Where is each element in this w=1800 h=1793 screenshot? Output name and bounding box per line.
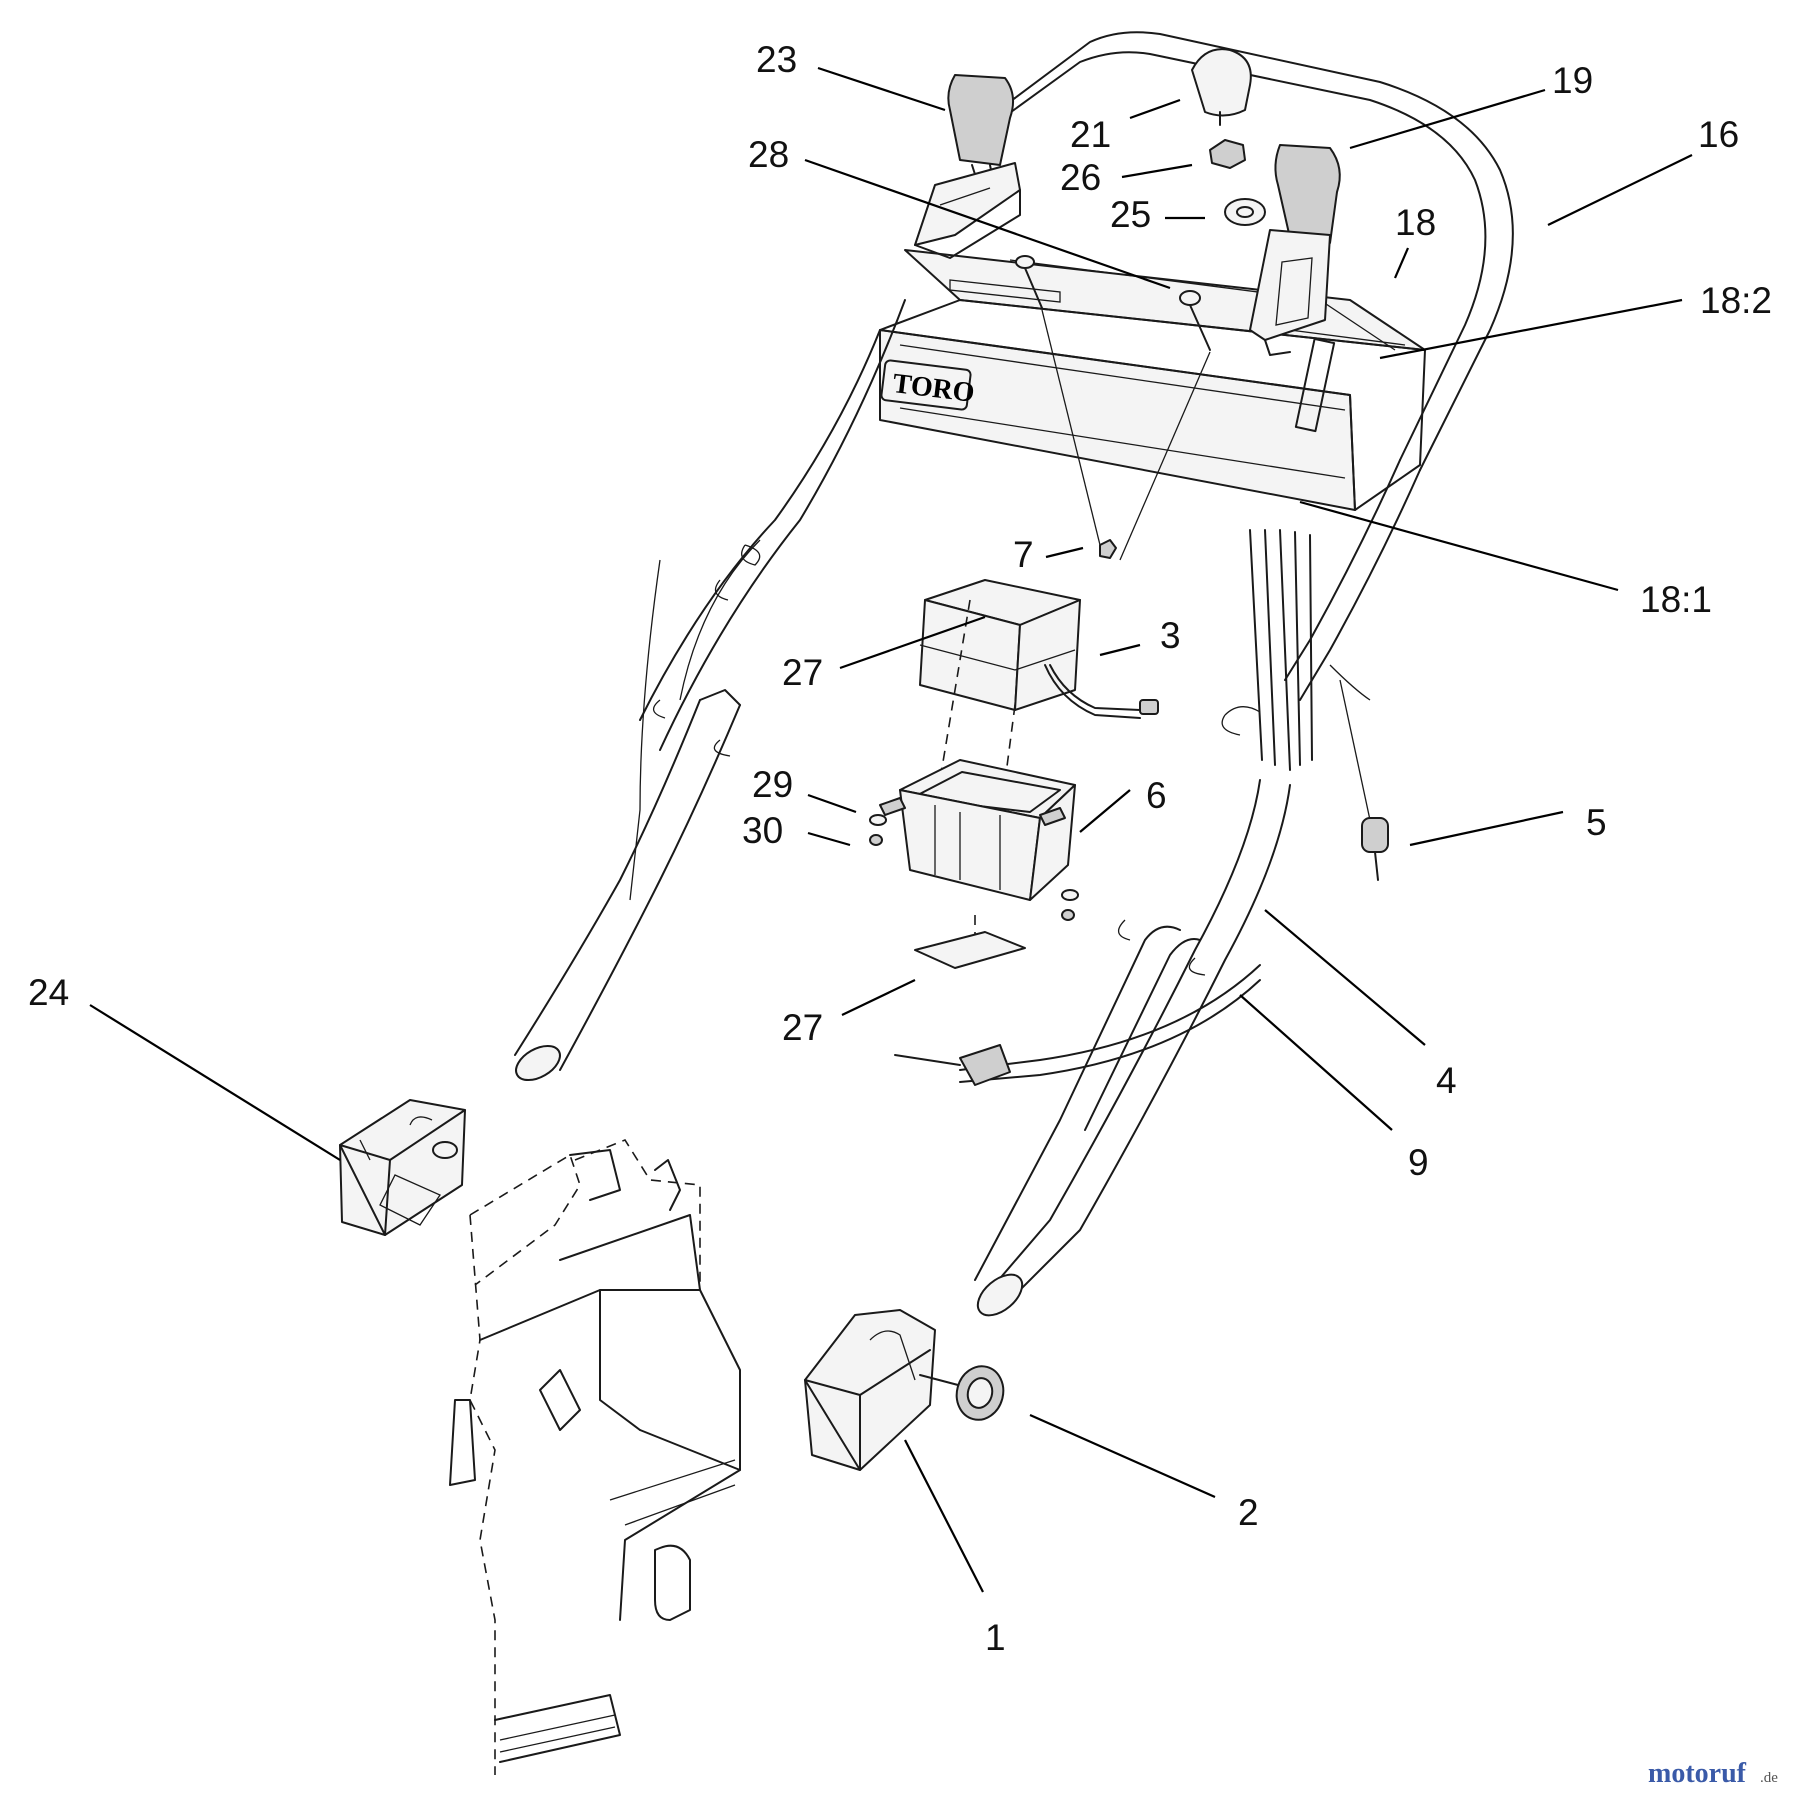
watermark-text: motoruf — [1648, 1758, 1747, 1789]
key-switch-assembly — [1191, 48, 1266, 226]
callout-27-upper: 27 — [782, 652, 823, 693]
callout-21: 21 — [1070, 114, 1111, 155]
knob — [919, 1365, 1005, 1421]
left-handle-tube — [514, 539, 761, 1082]
callout-labels: 23 21 19 16 28 26 25 18 18:2 18:1 7 3 27… — [28, 39, 1772, 1658]
shift-lever-right — [1249, 144, 1341, 433]
callout-18-2: 18:2 — [1700, 280, 1772, 321]
cable-bundle — [1224, 529, 1371, 771]
battery-pad — [914, 931, 1026, 969]
callout-23: 23 — [756, 39, 797, 80]
callout-6: 6 — [1146, 775, 1167, 816]
callout-27-lower: 27 — [782, 1007, 823, 1048]
left-bracket — [339, 1099, 466, 1236]
right-handle-tube — [894, 714, 1291, 1317]
callout-1: 1 — [985, 1617, 1006, 1658]
pins — [1015, 255, 1211, 561]
callout-28: 28 — [748, 134, 789, 175]
callout-24: 24 — [28, 972, 69, 1013]
callout-5: 5 — [1586, 802, 1607, 843]
callout-30: 30 — [742, 810, 783, 851]
callout-4: 4 — [1436, 1060, 1457, 1101]
shift-lever-left — [914, 74, 1021, 259]
battery-tray — [879, 759, 1076, 901]
callout-18-1: 18:1 — [1640, 579, 1712, 620]
callout-18: 18 — [1395, 202, 1436, 243]
right-bracket — [804, 1309, 936, 1471]
watermark: motoruf .de — [1648, 1758, 1778, 1789]
callout-25: 25 — [1110, 194, 1151, 235]
callout-3: 3 — [1160, 615, 1181, 656]
control-panel: TORO — [879, 249, 1426, 511]
callout-16: 16 — [1698, 114, 1739, 155]
lower-handle-rails — [639, 299, 1421, 751]
callout-7: 7 — [1013, 534, 1034, 575]
callout-26: 26 — [1060, 157, 1101, 198]
interlock-switch — [1339, 679, 1389, 881]
leader-lines — [89, 66, 1693, 1593]
watermark-domain: .de — [1760, 1770, 1778, 1786]
mower-housing — [449, 1139, 741, 1775]
battery — [919, 579, 1159, 821]
callout-9: 9 — [1408, 1142, 1429, 1183]
callout-2: 2 — [1238, 1492, 1259, 1533]
nut-7 — [1099, 539, 1117, 559]
callout-19: 19 — [1552, 60, 1593, 101]
callout-29: 29 — [752, 764, 793, 805]
